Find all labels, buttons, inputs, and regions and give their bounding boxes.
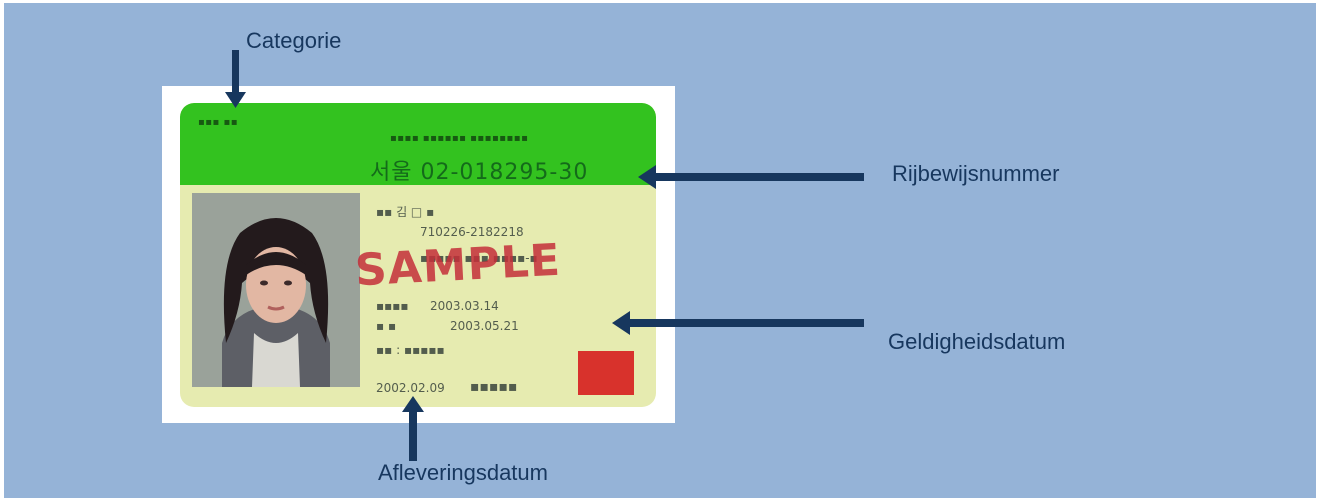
card-header-band: ▪▪▪ ▪▪ ▪▪▪▪ ▪▪▪▪▪▪ ▪▪▪▪▪▪▪▪ 서울 02-018295… [180, 103, 656, 185]
seal-icon [578, 351, 634, 395]
card-valid-date: 2003.03.14 [430, 299, 499, 313]
card-faint-text: ▪▪ 김 □ ▪ [376, 205, 435, 219]
label-category: Categorie [246, 28, 342, 53]
license-number-value: 서울 02-018295-30 [370, 160, 589, 185]
card-faint-text: ▪ ▪ [376, 319, 397, 333]
label-validity-date: Geldigheidsdatum [888, 329, 1066, 354]
band-faint-text: ▪▪▪ ▪▪ [198, 117, 239, 128]
label-license-number: Rijbewijsnummer [892, 161, 1060, 186]
arrow-up-icon [402, 396, 424, 461]
card-faint-text: 710226-2182218 [420, 225, 524, 239]
card-issue-date: 2002.02.09 [376, 381, 445, 395]
photo-portrait-icon [192, 193, 360, 387]
band-faint-text: ▪▪▪▪ ▪▪▪▪▪▪ ▪▪▪▪▪▪▪▪ [390, 133, 529, 144]
arrow-left-icon [638, 165, 864, 189]
arrow-left-icon [612, 311, 864, 335]
license-card: ▪▪▪ ▪▪ ▪▪▪▪ ▪▪▪▪▪▪ ▪▪▪▪▪▪▪▪ 서울 02-018295… [180, 103, 656, 407]
card-faint-text: ▪▪ : ▪▪▪▪▪ [376, 343, 445, 357]
arrow-down-icon [225, 50, 246, 108]
card-faint-text: ▪▪▪▪ [376, 299, 409, 313]
label-issue-date: Afleveringsdatum [378, 460, 548, 485]
card-faint-text: ▪▪▪▪▪ [470, 379, 518, 395]
license-image: ▪▪▪ ▪▪ ▪▪▪▪ ▪▪▪▪▪▪ ▪▪▪▪▪▪▪▪ 서울 02-018295… [162, 86, 675, 423]
card-faint-text: ▪▪▪▪▪ ▪▪▪ ▪▪▪▪-▪ [420, 251, 538, 265]
card-expiry-date: 2003.05.21 [450, 319, 519, 333]
